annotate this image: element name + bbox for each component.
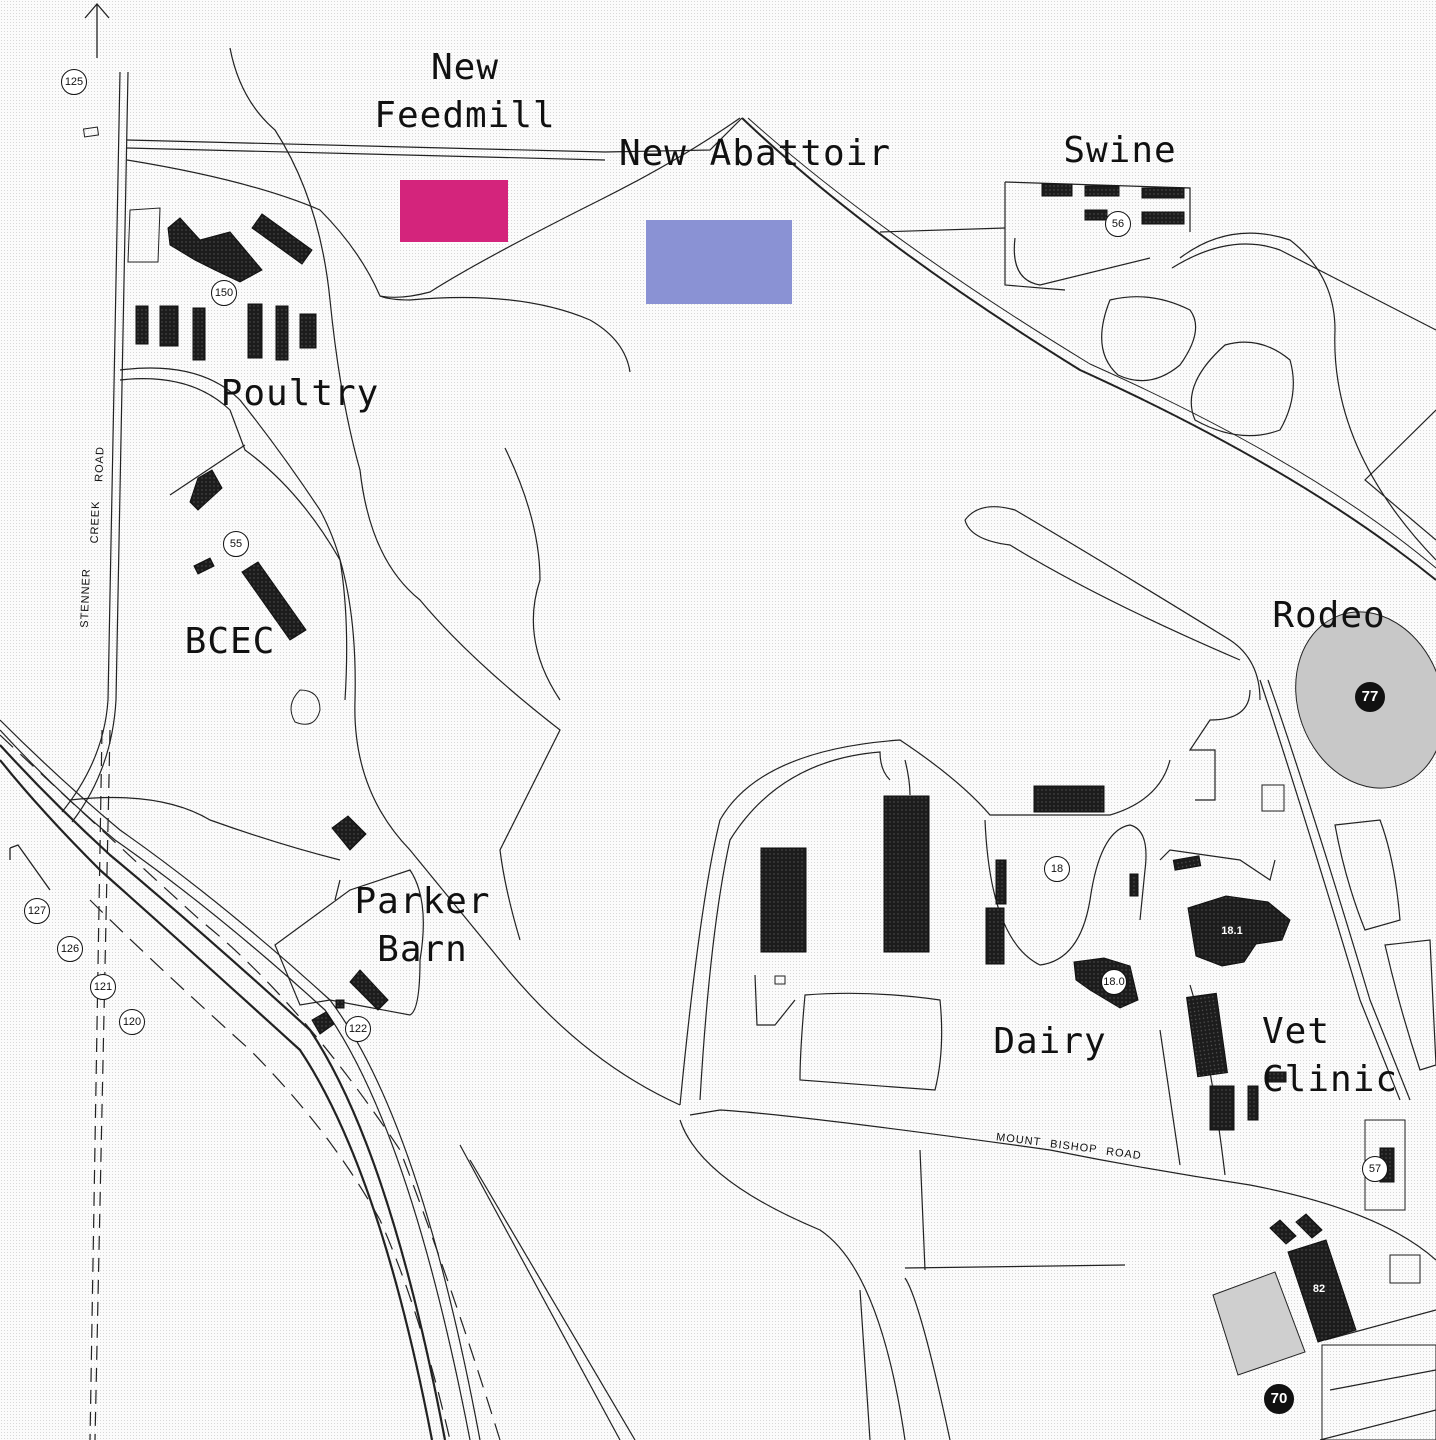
building-marker-82[interactable]: 82 [1312,1283,1326,1295]
new-abattoir-site[interactable] [646,220,792,304]
road-label-road: ROAD [93,445,107,483]
buildings [135,183,1395,1343]
label-new-feedmill: New Feedmill [374,47,556,136]
building-marker-150[interactable]: 150 [211,280,237,306]
building-marker-120[interactable]: 120 [119,1009,145,1035]
building-marker-57[interactable]: 57 [1362,1156,1388,1182]
building-marker-56[interactable]: 56 [1105,211,1131,237]
building-marker-77[interactable]: 77 [1355,682,1385,712]
label-dairy: Dairy [993,1021,1107,1062]
north-arrow-icon [84,3,110,58]
west-arrow-icon [9,844,51,891]
building-marker-18[interactable]: 18 [1044,856,1070,882]
label-swine: Swine [1063,130,1177,171]
label-parker-barn: Parker Barn [354,881,491,970]
building-marker-126[interactable]: 126 [57,936,83,962]
building-marker-70[interactable]: 70 [1264,1384,1294,1414]
building-marker-121[interactable]: 121 [90,974,116,1000]
building-marker-18-1[interactable]: 18.1 [1221,925,1243,937]
new-feedmill-site[interactable] [400,180,508,242]
building-marker-18-0[interactable]: 18.0 [1101,969,1127,995]
building-marker-122[interactable]: 122 [345,1016,371,1042]
road-label-stenner: STENNER [78,568,93,628]
label-vet-clinic: Vet Clinic [1262,1011,1399,1100]
parking-lot [1212,1271,1306,1376]
road-label-creek: CREEK [88,500,103,544]
building-marker-125[interactable]: 125 [61,69,87,95]
roads [0,47,1436,1440]
label-bcec: BCEC [184,621,276,662]
label-new-abattoir: New Abattoir [618,133,892,174]
building-marker-127[interactable]: 127 [24,898,50,924]
building-marker-55[interactable]: 55 [223,531,249,557]
label-rodeo: Rodeo [1272,595,1386,636]
label-poultry: Poultry [220,373,380,414]
